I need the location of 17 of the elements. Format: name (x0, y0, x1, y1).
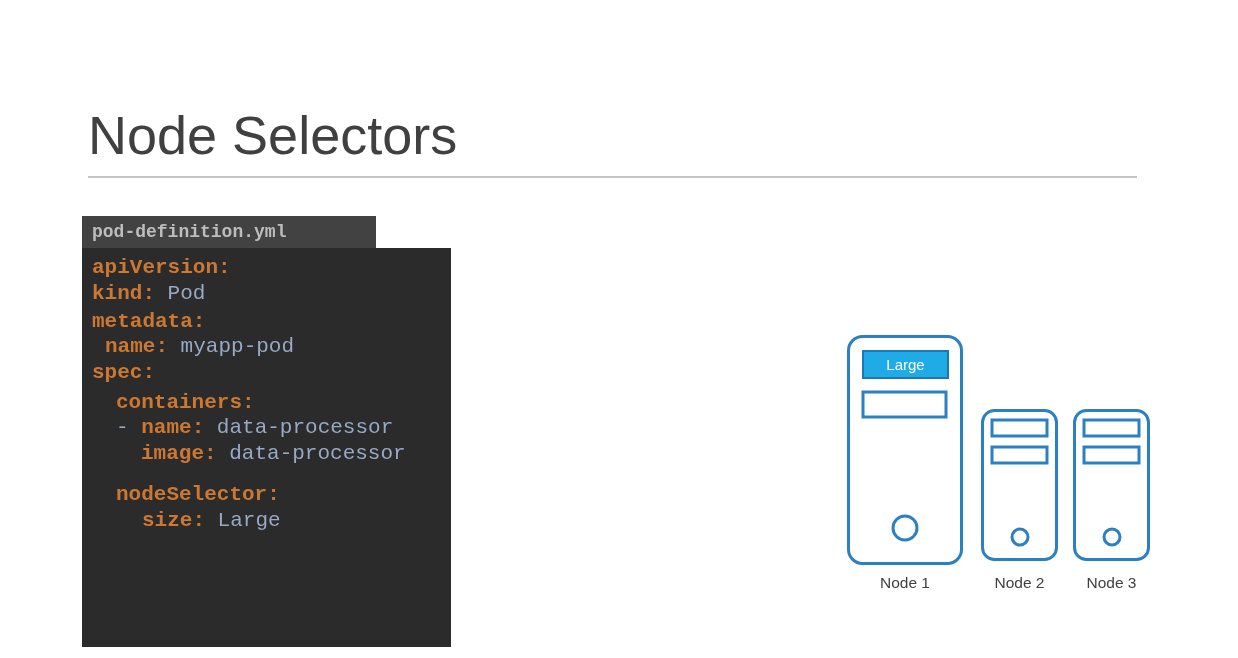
code-line: apiVersion: (92, 257, 231, 278)
node-caption: Node 2 (994, 574, 1045, 592)
code-line: metadata: (92, 311, 206, 332)
size-tag: Large (862, 350, 949, 379)
code-line: - name: data-processor (116, 417, 394, 438)
code-panel (82, 248, 451, 647)
code-line: nodeSelector: (116, 484, 280, 505)
file-name-tab: pod-definition.yml (82, 216, 376, 248)
slide-title: Node Selectors (88, 108, 458, 162)
code-line: containers: (116, 392, 255, 413)
node-caption: Node 3 (1086, 574, 1137, 592)
code-line: name: myapp-pod (105, 336, 295, 357)
code-line: kind: Pod (92, 283, 206, 304)
code-line: spec: (92, 362, 155, 383)
node-caption: Node 1 (880, 574, 930, 592)
code-line: size: Large (142, 510, 281, 531)
code-line: image: data-processor (141, 443, 406, 464)
